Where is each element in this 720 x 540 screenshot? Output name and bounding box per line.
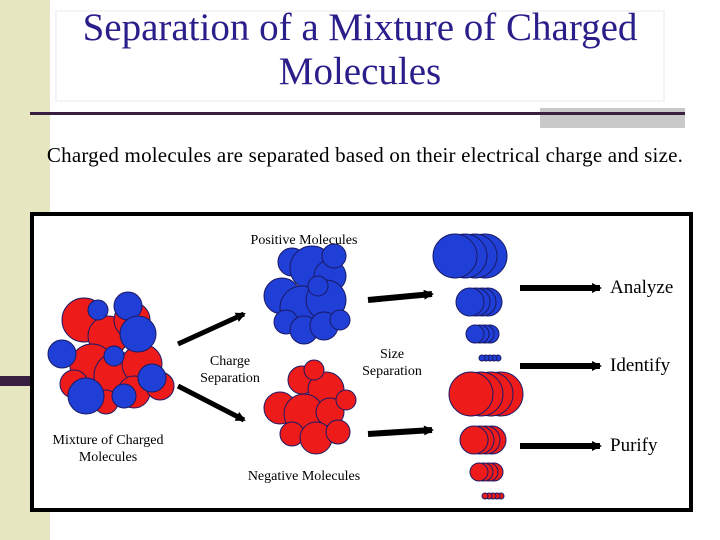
arrow-negative-to-bands [368,430,432,434]
mixture-positive-molecule [88,300,108,320]
charge-separation-label: Charge Separation [192,353,268,387]
negative-molecule [326,420,350,444]
arrow-positive-to-bands [368,294,432,300]
positive-molecules-label: Positive Molecules [224,232,384,249]
title-rule [30,112,685,115]
mixture-positive-molecule [112,384,136,408]
slide-subtitle: Charged molecules are separated based on… [40,141,690,169]
positive-band-small [466,325,484,343]
negative-band-small [470,463,488,481]
mixture-positive-molecule [68,378,104,414]
negative-molecule [336,390,356,410]
mixture-positive-molecule [48,340,76,368]
size-separation-label: Size Separation [354,346,430,380]
mixture-positive-molecule [138,364,166,392]
positive-band-medium [456,288,484,316]
size-bands [433,234,523,499]
mixture-cluster [48,292,174,414]
positive-cluster [264,244,350,344]
negative-molecules-label: Negative Molecules [224,468,384,485]
negative-cluster [264,360,356,454]
positive-band-tiny [479,355,485,361]
negative-molecule [304,360,324,380]
mixture-positive-molecule [120,316,156,352]
arrow-to-positive [178,314,244,344]
outcome-identify: Identify [610,355,670,377]
outcome-purify: Purify [610,435,658,457]
negative-band-large [449,372,493,416]
negative-band-medium [460,426,488,454]
positive-molecule [330,310,350,330]
outcome-analyze: Analyze [610,277,673,299]
mixture-label: Mixture of Charged Molecules [38,432,178,466]
arrow-to-negative [178,386,244,420]
slide-title: Separation of a Mixture of Charged Molec… [60,6,660,94]
separation-diagram: Positive Molecules Negative Molecules Mi… [30,212,693,512]
title-rule-accent [540,108,685,128]
positive-band-large [433,234,477,278]
mixture-positive-molecule [104,346,124,366]
negative-band-tiny [482,493,488,499]
positive-molecule [308,276,328,296]
